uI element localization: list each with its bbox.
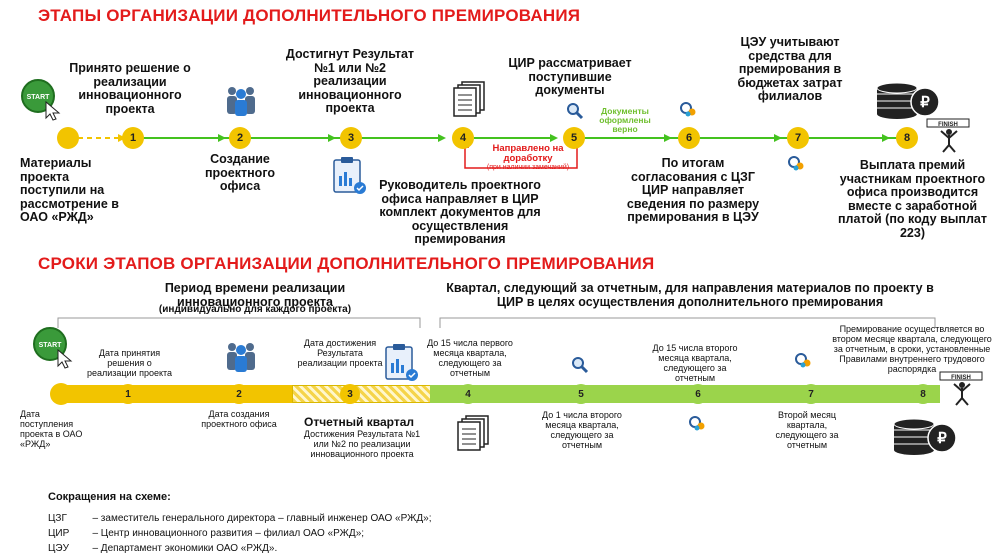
s1-node-4: 4: [452, 127, 474, 149]
svg-text:₽: ₽: [937, 430, 947, 447]
s2-node-6: 6: [688, 384, 708, 404]
settings-search-icon-2: [787, 155, 807, 178]
abbr-row: ЦЗГ – заместитель генерального директора…: [48, 508, 432, 524]
period1-title: Период времени реализации инновационного…: [164, 281, 346, 309]
abbr-row: ЦИР – Центр инновационного развития – фи…: [48, 523, 431, 539]
period-brackets: [57, 317, 936, 328]
rework-note-main: Направлено на доработку: [492, 143, 564, 164]
documents-stack-icon-2: [456, 414, 490, 457]
settings-search-icon-3: [794, 352, 814, 375]
period1-subtitle: (индивидуально для каждого проекта): [158, 304, 352, 315]
s2-bottom-n2: Дата создания проектного офиса: [201, 409, 277, 429]
team-icon: [222, 84, 260, 121]
svg-text:FINISH: FINISH: [951, 375, 971, 381]
magnifier-icon: [566, 102, 584, 125]
s2-bottom-n0: Дата поступления проекта в ОАО «РЖД»: [20, 409, 83, 449]
s2-node-2: 2: [229, 384, 249, 404]
abbr-row: ЦЭУ – Департамент экономики ОАО «РЖД».: [48, 538, 431, 554]
s1-top-n7: ЦЭУ учитывают средства для премирования …: [737, 35, 843, 103]
s2-top-n8: Премирование осуществляется во втором ме…: [832, 324, 992, 374]
timeline-bar-green: [430, 385, 940, 403]
settings-search-icon-4: [688, 415, 708, 438]
svg-text:₽: ₽: [920, 94, 930, 111]
s1-bottom-n2: Создание проектного офиса: [204, 152, 275, 193]
s1-node-5: 5: [563, 127, 585, 149]
report-clipboard-icon-2: [384, 343, 420, 388]
s1-node-8: 8: [896, 127, 918, 149]
abbr-text: – Департамент экономики ОАО «РЖД».: [92, 543, 278, 554]
s2-bottom-n7: Второй месяц квартала, следующего за отч…: [775, 410, 839, 450]
rework-note-sub: (при наличии замечаний): [486, 164, 570, 171]
timeline-bar-yellow: [60, 385, 295, 403]
s1-top-n1: Принято решение о реализации инновационн…: [69, 61, 191, 116]
abbreviations-heading: Сокращения на схеме:: [48, 491, 171, 503]
s2-top-n1: Дата принятия решения о реализации проек…: [86, 348, 173, 378]
section1-flow-line: [78, 134, 900, 142]
abbreviations-list: ЦЗГ – заместитель генерального директора…: [48, 508, 432, 554]
team-icon-2: [222, 340, 260, 377]
start-button-icon: START: [18, 78, 66, 122]
s2-bottom-n3: Достижения Результата №1 или №2 по реали…: [303, 429, 421, 459]
section2-title: СРОКИ ЭТАПОВ ОРГАНИЗАЦИИ ДОПОЛНИТЕЛЬНОГО…: [38, 254, 655, 273]
svg-text:START: START: [39, 342, 63, 349]
s2-node-5: 5: [571, 384, 591, 404]
magnifier-icon-2: [571, 356, 589, 379]
s2-top-n4: До 15 числа первого месяца квартала, сле…: [427, 338, 513, 378]
rework-note: Направлено на доработку (при наличии зам…: [482, 144, 574, 172]
s2-node-7: 7: [801, 384, 821, 404]
finish-flag-icon: FINISH: [925, 117, 971, 158]
s1-start-node: [57, 127, 79, 149]
docs-ok-note: Документы оформлены верно: [599, 106, 651, 134]
section1-title: ЭТАПЫ ОРГАНИЗАЦИИ ДОПОЛНИТЕЛЬНОГО ПРЕМИР…: [38, 6, 581, 25]
svg-text:FINISH: FINISH: [938, 122, 958, 128]
s2-bottom-n5: До 1 числа второго месяца квартала, след…: [542, 410, 622, 450]
s1-bottom-n3: Руководитель проектного офиса направляет…: [379, 178, 541, 246]
s1-bottom-n8: Выплата премий участникам проектного офи…: [837, 158, 987, 240]
period2-title: Квартал, следующий за отчетным, для напр…: [446, 281, 934, 309]
money-coins-icon-2: ₽: [892, 410, 958, 461]
money-coins-icon: ₽: [875, 74, 941, 125]
abbr-code: ЦЗГ: [48, 513, 67, 524]
s1-node-6: 6: [678, 127, 700, 149]
s2-node-4: 4: [458, 384, 478, 404]
s1-node-7: 7: [787, 127, 809, 149]
abbr-code: ЦИР: [48, 528, 70, 539]
abbr-code: ЦЭУ: [48, 543, 69, 554]
s1-node-3: 3: [340, 127, 362, 149]
start-button-icon-2: START: [30, 326, 76, 375]
s1-bottom-n6: По итогам согласования с ЦЗГ ЦИР направл…: [626, 156, 760, 224]
s2-top-n3: Дата достижения Результата реализации пр…: [297, 338, 383, 368]
s1-top-n5: ЦИР рассматривает поступившие документы: [508, 56, 632, 97]
settings-search-icon: [679, 101, 699, 124]
s2-node-8: 8: [913, 384, 933, 404]
s1-node-1: 1: [122, 127, 144, 149]
svg-text:START: START: [27, 94, 51, 101]
report-clipboard-icon: [332, 156, 368, 201]
s2-top-n6: До 15 числа второго месяца квартала, сле…: [652, 343, 738, 383]
s1-node-2: 2: [229, 127, 251, 149]
s1-top-n3: Достигнут Результат №1 или №2 реализации…: [285, 47, 415, 115]
s2-start-node: [50, 383, 72, 405]
finish-flag-icon-2: FINISH: [938, 370, 984, 411]
abbr-text: – заместитель генерального директора – г…: [92, 513, 432, 524]
abbr-text: – Центр инновационного развития – филиал…: [92, 528, 365, 539]
s2-node-1: 1: [118, 384, 138, 404]
s2-bottom-n3-title: Отчетный квартал: [303, 415, 415, 429]
s2-node-3: 3: [340, 384, 360, 404]
s1-bottom-n0: Материалы проекта поступили на рассмотре…: [20, 156, 119, 224]
documents-stack-icon: [452, 80, 486, 123]
